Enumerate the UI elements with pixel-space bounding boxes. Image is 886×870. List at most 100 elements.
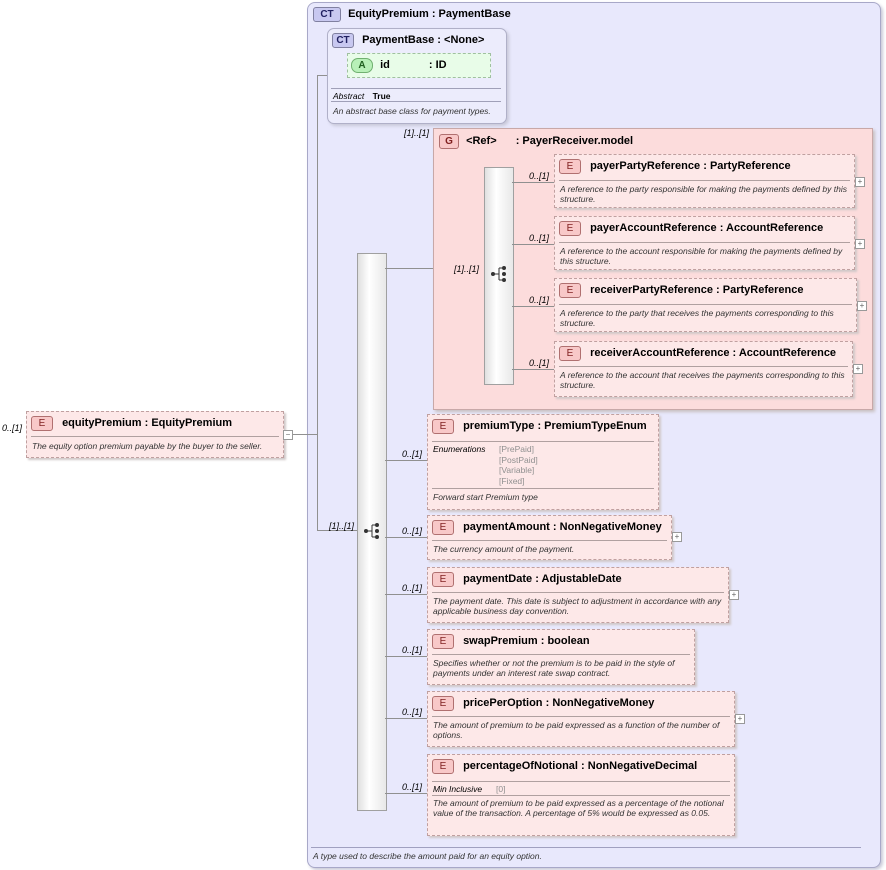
payer-party-reference-card[interactable]: E payerPartyReference : PartyReference A… — [554, 154, 855, 208]
element-badge-icon: E — [559, 221, 581, 236]
root-element-card[interactable]: E equityPremium : EquityPremium The equi… — [26, 411, 284, 458]
payer-account-reference-card[interactable]: E payerAccountReference : AccountReferen… — [554, 216, 855, 270]
item-multiplicity: 0..[1] — [402, 583, 423, 593]
receiver-party-reference-card[interactable]: E receiverPartyReference : PartyReferenc… — [554, 278, 857, 332]
element-rule — [559, 242, 850, 243]
item-multiplicity: 0..[1] — [402, 645, 423, 655]
element-separator: : — [703, 160, 707, 172]
element-description: A reference to the party that receives t… — [560, 308, 834, 328]
element-title: E pricePerOption : NonNegativeMoney — [432, 696, 654, 711]
root-multiplicity: 0..[1] — [2, 423, 23, 433]
element-rule — [559, 366, 848, 367]
facet-label: Min Inclusive — [433, 784, 483, 794]
element-rule — [432, 441, 654, 442]
element-type: NonNegativeDecimal — [587, 760, 698, 772]
element-separator: : — [732, 347, 737, 359]
root-connector — [283, 434, 317, 435]
receiver-account-reference-card[interactable]: E receiverAccountReference : AccountRefe… — [554, 341, 853, 397]
element-rule — [432, 654, 690, 655]
type-separator: : — [431, 8, 436, 20]
element-title: E paymentDate : AdjustableDate — [432, 572, 622, 587]
sequence-icon — [364, 523, 379, 539]
element-name: payerAccountReference — [590, 222, 717, 234]
attribute-type: : ID — [428, 59, 447, 71]
element-description: Forward start Premium type — [433, 492, 538, 502]
element-badge-icon: E — [559, 283, 581, 298]
type-name: EquityPremium — [348, 8, 429, 20]
item-multiplicity: 0..[1] — [529, 171, 550, 181]
premium-type-card[interactable]: E premiumType : PremiumTypeEnum Enumerat… — [427, 414, 659, 510]
type-footer-rule — [311, 847, 861, 848]
payment-amount-card[interactable]: E paymentAmount : NonNegativeMoney The c… — [427, 515, 672, 560]
element-type: PartyReference — [722, 284, 804, 296]
abstract-desc-rule — [331, 101, 501, 102]
element-description: A reference to the party responsible for… — [560, 184, 847, 204]
item-connector — [512, 369, 554, 370]
expand-icon[interactable]: + — [857, 301, 867, 311]
attribute-id-row: A id : ID — [351, 58, 447, 73]
item-multiplicity: 0..[1] — [402, 449, 423, 459]
element-badge-icon: E — [432, 419, 454, 434]
item-multiplicity: 0..[1] — [529, 295, 550, 305]
element-name: paymentDate — [463, 573, 533, 585]
expand-icon[interactable]: + — [855, 177, 865, 187]
element-separator: : — [540, 635, 545, 647]
item-connector — [385, 656, 427, 657]
element-type: PremiumTypeEnum — [544, 420, 647, 432]
expand-icon[interactable]: + — [853, 364, 863, 374]
element-badge-icon: E — [432, 634, 454, 649]
price-per-option-card[interactable]: E pricePerOption : NonNegativeMoney The … — [427, 691, 735, 747]
expand-icon[interactable]: + — [729, 590, 739, 600]
element-type: AdjustableDate — [541, 573, 622, 585]
payment-base-header: CT PaymentBase : <None> — [332, 33, 484, 48]
element-name: swapPremium — [463, 635, 538, 647]
element-title: E swapPremium : boolean — [432, 634, 590, 649]
element-separator: : — [552, 521, 557, 533]
item-multiplicity: 0..[1] — [529, 358, 550, 368]
element-type: AccountReference — [738, 347, 837, 359]
element-separator: : — [719, 222, 724, 234]
facet-label: Enumerations — [433, 444, 486, 454]
percentage-of-notional-card[interactable]: E percentageOfNotional : NonNegativeDeci… — [427, 754, 735, 836]
facet-value: [0] — [496, 784, 506, 794]
complex-type-badge-icon: CT — [313, 7, 341, 22]
element-description: Specifies whether or not the premium is … — [433, 658, 675, 678]
abstract-rule — [331, 88, 501, 89]
element-title: E percentageOfNotional : NonNegativeDeci… — [432, 759, 697, 774]
item-connector — [385, 594, 427, 595]
item-multiplicity: 0..[1] — [402, 526, 423, 536]
expand-icon[interactable]: + — [672, 532, 682, 542]
element-badge-icon: E — [31, 416, 53, 431]
attribute-badge-icon: A — [351, 58, 373, 73]
element-badge-icon: E — [432, 696, 454, 711]
swap-premium-card[interactable]: E swapPremium : boolean Specifies whethe… — [427, 629, 695, 685]
element-type: NonNegativeMoney — [552, 697, 655, 709]
element-separator: : — [545, 697, 550, 709]
element-name: paymentAmount — [463, 521, 550, 533]
element-badge-icon: E — [432, 520, 454, 535]
element-title: E payerAccountReference : AccountReferen… — [559, 221, 823, 236]
expand-icon[interactable]: + — [855, 239, 865, 249]
element-title: E receiverAccountReference : AccountRefe… — [559, 346, 836, 361]
element-rule — [432, 781, 730, 782]
element-rule — [559, 180, 850, 181]
element-name: payerPartyReference — [590, 160, 701, 172]
sequence-icon — [491, 266, 506, 282]
element-title: E paymentAmount : NonNegativeMoney — [432, 520, 662, 535]
element-description: The amount of premium to be paid express… — [433, 720, 720, 740]
collapse-icon[interactable]: − — [283, 430, 293, 440]
abstract-label: Abstract — [333, 91, 365, 101]
payment-date-card[interactable]: E paymentDate : AdjustableDate The payme… — [427, 567, 729, 623]
expand-icon[interactable]: + — [735, 714, 745, 724]
payment-base-connector — [317, 75, 327, 76]
group-seq-multiplicity: [1]..[1] — [454, 264, 480, 274]
equity-premium-type-header: CT EquityPremium : PaymentBase — [313, 7, 511, 22]
element-description: The currency amount of the payment. — [433, 544, 575, 554]
payment-base-name: PaymentBase — [362, 34, 435, 46]
element-type: NonNegativeMoney — [559, 521, 662, 533]
enum-value: [PostPaid] — [499, 454, 538, 465]
enum-value: [Variable] — [499, 465, 535, 475]
item-connector — [512, 306, 554, 307]
element-separator: : — [581, 760, 585, 772]
abstract-value: True — [372, 91, 391, 101]
